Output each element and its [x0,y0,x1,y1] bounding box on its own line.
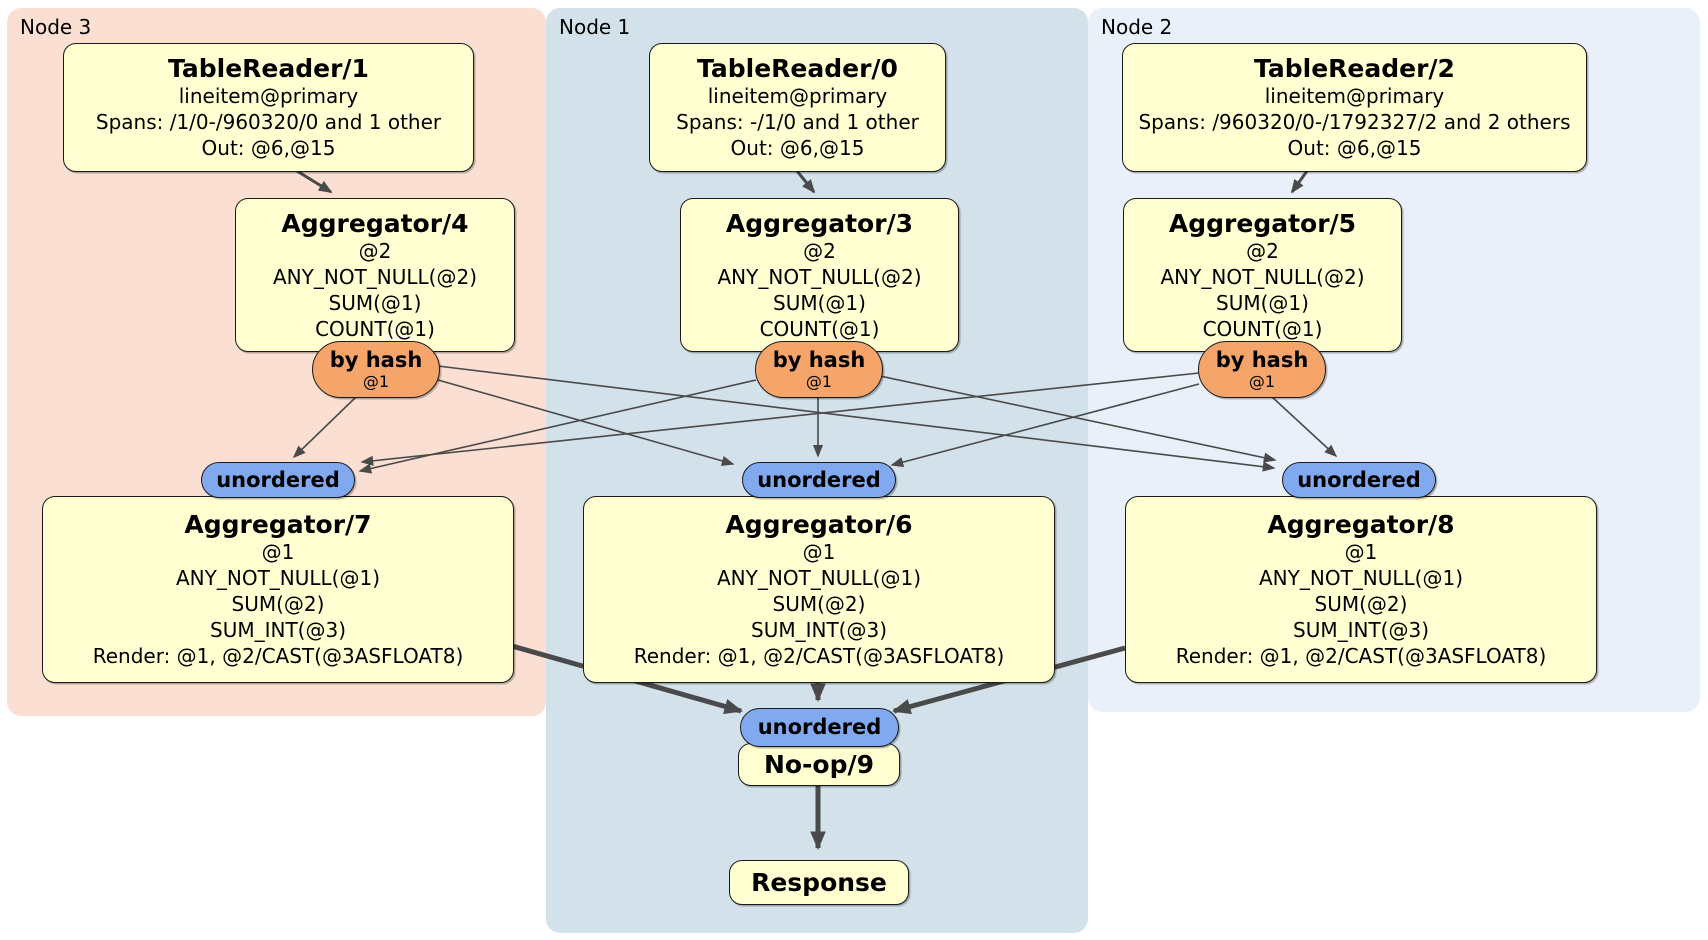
processor-detail: Out: @6,@15 [730,136,865,160]
processor-aggregator-8: Aggregator/8 @1 ANY_NOT_NULL(@1) SUM(@2)… [1125,496,1597,683]
edge-byhash-node3-unordered-node2 [437,365,1276,472]
router-by-hash-node1: by hash @1 [755,341,883,398]
router-by-hash-node2: by hash @1 [1198,341,1326,398]
router-label: by hash [1215,347,1309,372]
router-key: @1 [1248,371,1276,391]
processor-title: Aggregator/7 [184,510,372,539]
processor-title: TableReader/2 [1254,54,1455,83]
processor-detail: COUNT(@1) [315,316,435,341]
processor-title: Aggregator/5 [1168,208,1357,238]
processor-detail: Spans: -/1/0 and 1 other [676,110,919,134]
processor-detail: ANY_NOT_NULL(@2) [717,264,922,289]
processor-aggregator-7: Aggregator/7 @1 ANY_NOT_NULL(@1) SUM(@2)… [42,496,514,683]
router-label: by hash [329,347,423,372]
edge-tablereader2-aggregator5 [1290,170,1309,194]
processor-detail: COUNT(@1) [759,316,880,341]
processor-detail: @1 [261,540,295,564]
processor-detail: SUM_INT(@3) [210,618,346,642]
processor-detail: @2 [1246,238,1279,263]
processor-tablereader-0: TableReader/0 lineitem@primary Spans: -/… [649,43,946,172]
processor-detail: @2 [358,238,392,263]
processor-title: Aggregator/3 [725,208,914,238]
processor-detail: SUM(@2) [772,592,866,616]
processor-noop-9: No-op/9 [738,743,900,786]
stream-label: unordered [757,467,881,492]
panel-node1-label: Node 1 [559,15,631,39]
processor-aggregator-5: Aggregator/5 @2 ANY_NOT_NULL(@2) SUM(@1)… [1123,198,1402,352]
router-label: by hash [772,347,866,372]
processor-title: TableReader/1 [168,54,369,83]
processor-detail: ANY_NOT_NULL(@1) [1259,566,1463,590]
processor-detail: Out: @6,@15 [1287,136,1422,160]
processor-detail: SUM(@2) [231,592,325,616]
edge-byhash-node3-unordered-node3 [292,396,357,459]
processor-detail: COUNT(@1) [1202,316,1323,341]
router-key: @1 [805,371,833,391]
processor-aggregator-6: Aggregator/6 @1 ANY_NOT_NULL(@1) SUM(@2)… [583,496,1055,683]
router-by-hash-node3: by hash @1 [312,341,440,398]
processor-aggregator-3: Aggregator/3 @2 ANY_NOT_NULL(@2) SUM(@1)… [680,198,959,352]
processor-detail: Render: @1, @2/CAST(@3ASFLOAT8) [92,644,464,668]
processor-detail: SUM(@1) [773,290,866,315]
panel-node3-label: Node 3 [20,15,92,39]
processor-title: Aggregator/8 [1267,510,1455,539]
processor-detail: SUM(@1) [328,290,422,315]
stream-unordered-node3: unordered [201,462,355,498]
router-key: @1 [362,371,390,391]
edge-byhash-node3-unordered-node1 [437,379,735,466]
stream-label: unordered [1297,467,1421,492]
processor-detail: Render: @1, @2/CAST(@3ASFLOAT8) [633,644,1005,668]
processor-detail: ANY_NOT_NULL(@2) [273,264,477,289]
stream-unordered-node1: unordered [742,462,896,498]
processor-detail: @1 [802,540,836,564]
processor-title: Response [751,868,887,897]
edge-tablereader0-aggregator3 [795,170,816,194]
processor-title: TableReader/0 [697,54,898,83]
processor-detail: @2 [803,238,836,263]
processor-detail: SUM_INT(@3) [1293,618,1429,642]
processor-title: Aggregator/6 [725,510,913,539]
processor-detail: lineitem@primary [1264,84,1445,108]
processor-detail: Spans: /1/0-/960320/0 and 1 other [95,110,442,134]
processor-detail: Render: @1, @2/CAST(@3ASFLOAT8) [1175,644,1547,668]
processor-aggregator-4: Aggregator/4 @2 ANY_NOT_NULL(@2) SUM(@1)… [235,198,515,352]
processor-detail: ANY_NOT_NULL(@2) [1160,264,1365,289]
processor-title: Aggregator/4 [281,208,469,238]
stream-unordered-final: unordered [740,708,899,747]
stream-label: unordered [757,715,882,739]
processor-tablereader-2: TableReader/2 lineitem@primary Spans: /9… [1122,43,1587,172]
edge-byhash-node2-unordered-node2 [1270,395,1338,458]
processor-title: No-op/9 [763,750,875,779]
panel-node2-label: Node 2 [1101,15,1173,39]
processor-response: Response [729,860,909,905]
processor-detail: SUM(@2) [1314,592,1408,616]
processor-detail: SUM(@1) [1216,290,1309,315]
processor-detail: lineitem@primary [178,84,359,108]
processor-detail: SUM_INT(@3) [751,618,887,642]
processor-detail: @1 [1344,540,1378,564]
processor-detail: Out: @6,@15 [201,136,336,160]
edge-byhash-node2-unordered-node1 [890,383,1200,468]
processor-tablereader-1: TableReader/1 lineitem@primary Spans: /1… [63,43,474,172]
edge-byhash-node2-unordered-node3 [360,372,1200,466]
processor-detail: lineitem@primary [707,84,888,108]
processor-detail: ANY_NOT_NULL(@1) [176,566,380,590]
stream-unordered-node2: unordered [1282,462,1436,498]
edge-byhash-node1-unordered-node2 [879,375,1277,463]
edge-tablereader1-aggregator4 [296,169,333,194]
processor-detail: Spans: /960320/0-/1792327/2 and 2 others [1138,110,1571,134]
stream-label: unordered [216,467,340,492]
processor-detail: ANY_NOT_NULL(@1) [717,566,921,590]
